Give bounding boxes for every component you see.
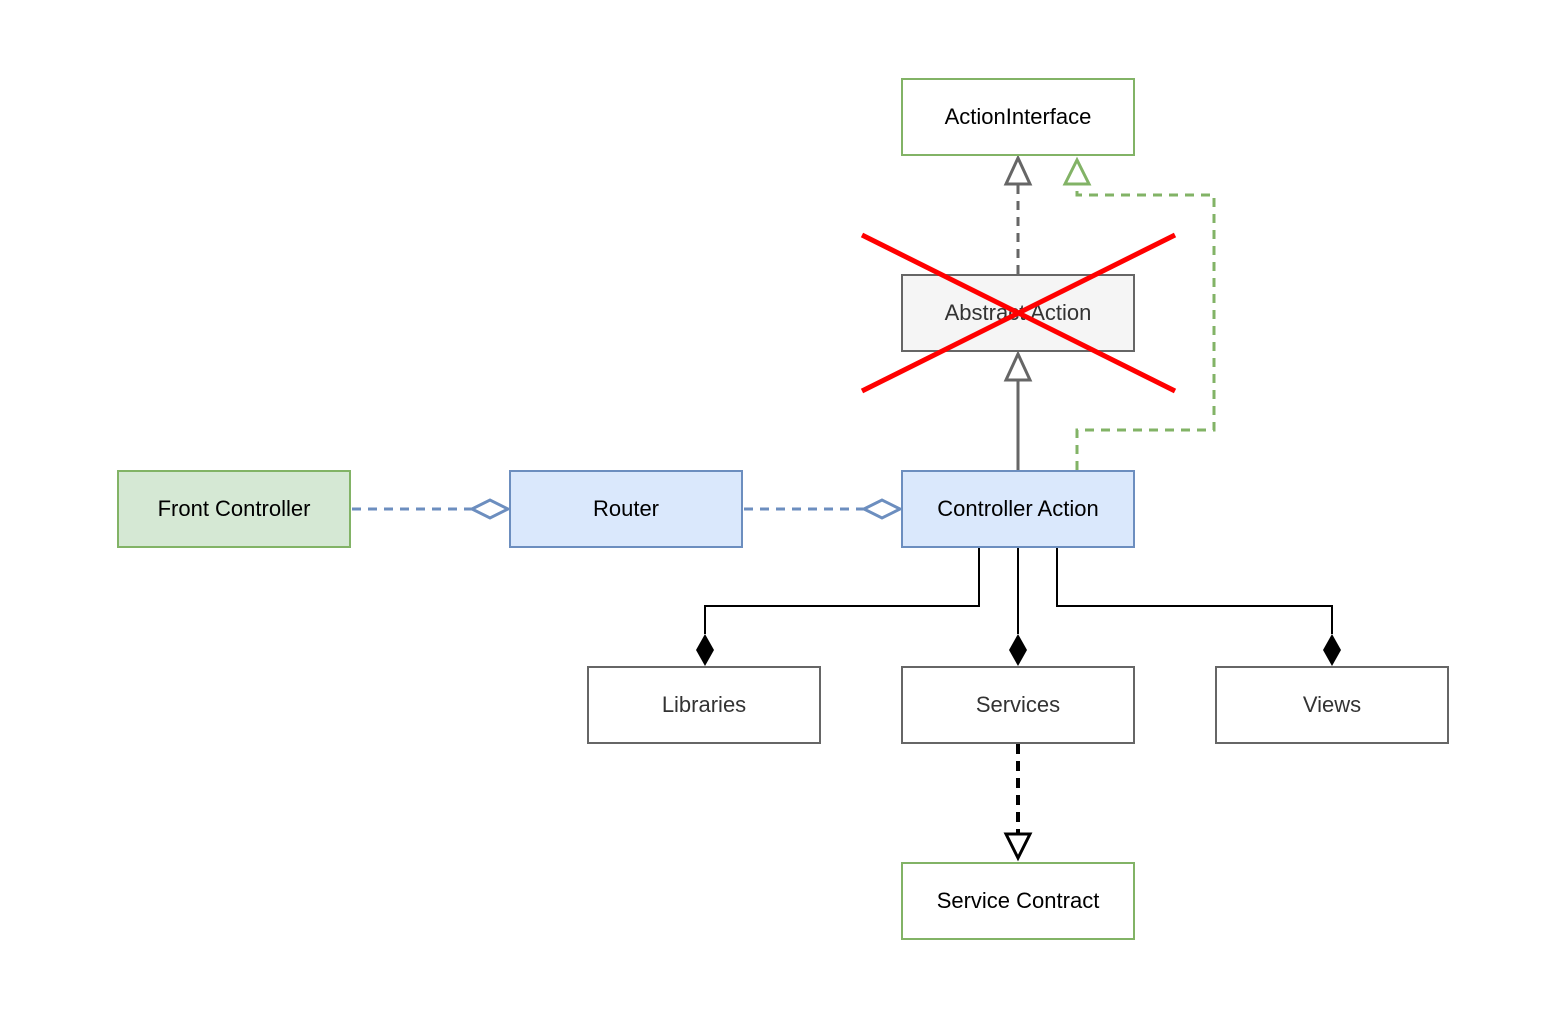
edge-controller-to-interface [1075,184,1216,470]
realization-arrowhead-green [1062,156,1092,186]
node-services[interactable]: Services [901,666,1135,744]
node-controller-action[interactable]: Controller Action [901,470,1135,548]
composition-diamond [696,634,714,666]
aggregation-diamond [468,498,512,520]
node-router[interactable]: Router [509,470,743,548]
node-abstract-action[interactable]: Abstract Action [901,274,1135,352]
node-label: Router [592,496,660,521]
composition-diamond [1009,634,1027,666]
node-label: Service Contract [936,888,1100,913]
node-label: Abstract Action [944,300,1092,325]
node-action-interface[interactable]: ActionInterface [901,78,1135,156]
node-label: Services [975,692,1061,717]
aggregation-diamond [860,498,904,520]
node-front-controller[interactable]: Front Controller [117,470,351,548]
generalization-arrowhead [1003,350,1033,382]
node-service-contract[interactable]: Service Contract [901,862,1135,940]
composition-diamond [1323,634,1341,666]
edge-controller-to-libraries [704,548,980,634]
node-label: ActionInterface [944,104,1092,129]
node-libraries[interactable]: Libraries [587,666,821,744]
edge-controller-to-views [1056,548,1333,634]
node-label: Controller Action [937,496,1099,521]
node-label: Views [1302,692,1362,717]
node-label: Libraries [661,692,747,717]
realization-arrowhead [1003,154,1033,186]
node-label: Front Controller [157,496,311,521]
realization-arrowhead-black [1003,832,1033,862]
node-views[interactable]: Views [1215,666,1449,744]
